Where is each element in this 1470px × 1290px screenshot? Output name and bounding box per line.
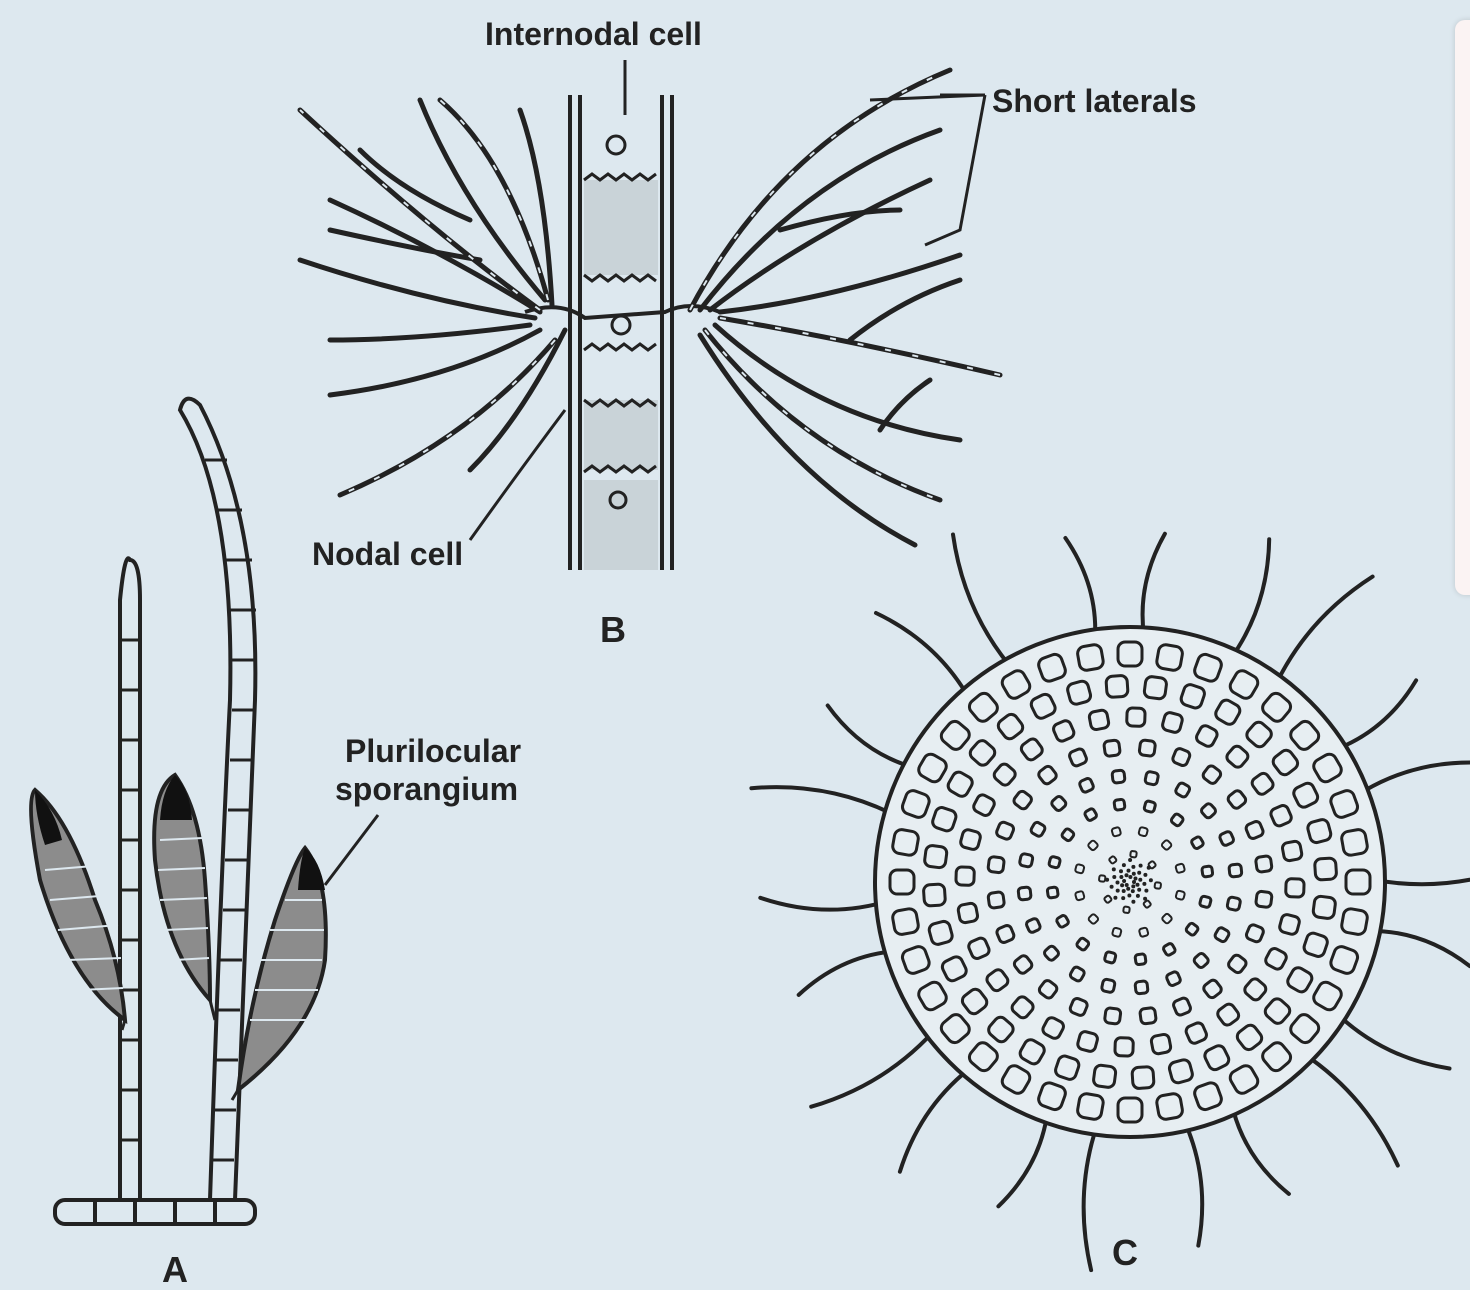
short-laterals-label: Short laterals [992, 83, 1197, 119]
plurilocular-sporangia [31, 775, 326, 1090]
disc-centre-dot [1120, 883, 1124, 887]
disc-centre-dot [1110, 885, 1114, 889]
disc-centre-dot [1126, 887, 1130, 891]
disc-centre-dot [1127, 869, 1131, 873]
internodal-cells [584, 136, 658, 570]
disc-centre-dot [1122, 863, 1126, 867]
sporangium-label-line2: sporangium [335, 771, 518, 807]
disc-centre-dot [1113, 896, 1117, 900]
disc-centre-dot [1131, 900, 1135, 904]
disc-centre-dot [1116, 881, 1120, 885]
panel-c-cross-section: C [751, 534, 1470, 1273]
disc-centre-dot [1139, 864, 1143, 868]
disc-centre-dot [1147, 866, 1151, 870]
nodal-cell-label: Nodal cell [312, 536, 463, 572]
left-laterals [300, 100, 565, 495]
disc-centre-dot [1116, 889, 1120, 893]
disc-centre-dot [1131, 865, 1135, 869]
internodal-cell-label: Internodal cell [485, 16, 702, 52]
panel-b-letter: B [600, 609, 626, 650]
disc-centre-dot [1143, 873, 1147, 877]
panel-a-filaments: Plurilocular sporangium A [31, 399, 521, 1290]
disc-centre-dot [1138, 878, 1142, 882]
disc-centre-dot [1137, 871, 1141, 875]
thallus-disc [875, 627, 1385, 1137]
disc-centre-dot [1142, 882, 1146, 886]
disc-centre-dot [1119, 869, 1123, 873]
sporangium-label-line1: Plurilocular [345, 733, 521, 769]
panel-b-nodal-structure: Internodal cell Short laterals Nodal cel… [300, 16, 1197, 650]
disc-centre-dot [1127, 894, 1131, 898]
disc-centre-dot [1128, 858, 1132, 862]
disc-centre-dot [1134, 877, 1138, 881]
disc-centre-dot [1132, 872, 1136, 876]
sporangium-pointer [325, 815, 378, 885]
disc-centre-dot [1143, 897, 1147, 901]
panel-a-letter: A [162, 1249, 188, 1290]
disc-centre-dot [1137, 888, 1141, 892]
disc-centre-dot [1131, 889, 1135, 893]
disc-centre-dot [1136, 883, 1140, 887]
disc-centre-dot [1149, 878, 1153, 882]
disc-centre-dot [1131, 884, 1135, 888]
disc-centre-dot [1125, 873, 1129, 877]
disc-centre-dot [1125, 883, 1129, 887]
disc-centre-dot [1122, 879, 1126, 883]
disc-centre-dot [1112, 875, 1116, 879]
disc-centre-dot [1144, 889, 1148, 893]
panel-c-letter: C [1112, 1232, 1138, 1273]
disc-centre-dot [1105, 878, 1109, 882]
disc-centre-dot [1128, 875, 1132, 879]
disc-centre-dot [1122, 889, 1126, 893]
right-laterals [690, 70, 1000, 545]
disc-centre-dot [1119, 875, 1123, 879]
disc-centre-dot [1121, 896, 1125, 900]
basal-filament [55, 1200, 255, 1224]
disc-centre-dot [1112, 867, 1116, 871]
disc-centre-dot [1132, 880, 1136, 884]
disc-centre-dot [1136, 894, 1140, 898]
